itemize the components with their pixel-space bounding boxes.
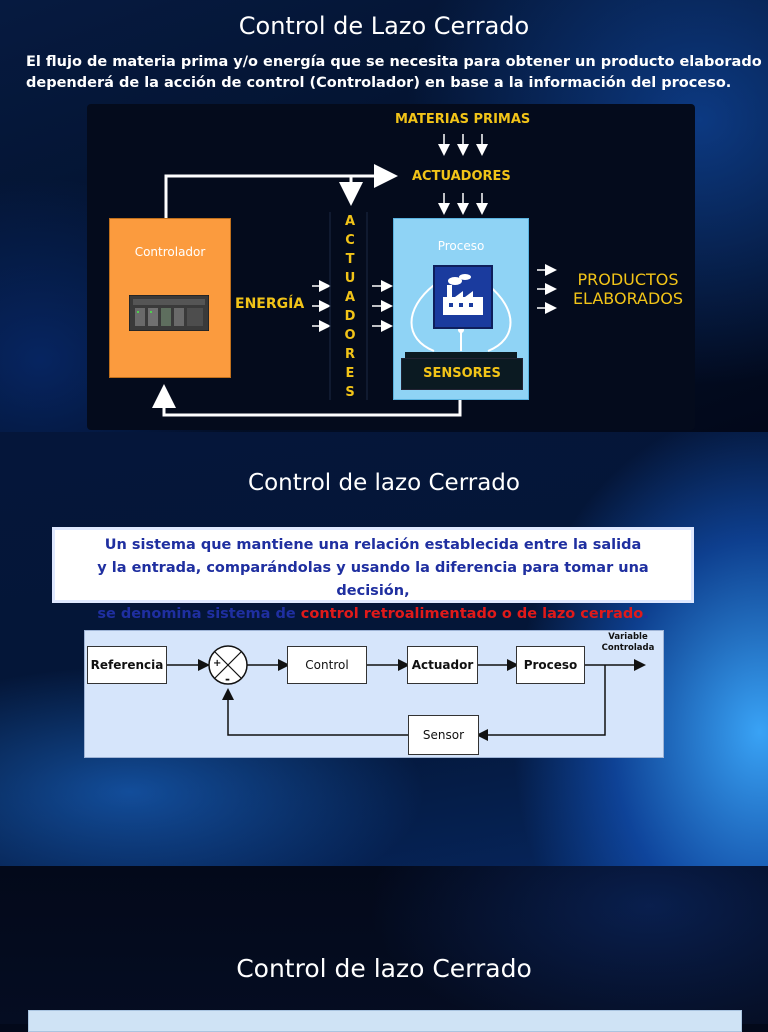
materias-primas-label: MATERIAS PRIMAS (395, 112, 531, 127)
letter: A (344, 214, 356, 229)
block-sensor: Sensor (408, 715, 479, 755)
letter: T (345, 252, 355, 267)
definition-box: Un sistema que mantiene una relación est… (52, 527, 694, 622)
letter: C (345, 233, 355, 248)
slide-1-paragraph: El flujo de materia prima y/o energía qu… (26, 54, 762, 91)
sensores-box: SENSORES (401, 358, 523, 390)
letter: R (344, 347, 355, 362)
slide-2-title: Control de lazo Cerrado (248, 470, 520, 496)
output-label: Variable Controlada (591, 632, 665, 654)
definition-line-3: se denomina sistema de control retroalim… (63, 603, 683, 626)
block-referencia: Referencia (87, 646, 167, 684)
productos-label: PRODUCTOS ELABORADOS (566, 270, 690, 308)
definition-line-3-suffix: . (643, 606, 649, 622)
definition-line-2: y la entrada, comparándolas y usando la … (97, 560, 649, 599)
controller-box: Controlador (109, 218, 231, 378)
letter: S (345, 385, 355, 400)
energia-label: ENERGÍA (235, 296, 305, 312)
definition-line-1: Un sistema que mantiene una relación est… (104, 537, 642, 553)
slide-3-title: Control de lazo Cerrado (236, 954, 532, 983)
block-proceso: Proceso (516, 646, 585, 684)
factory-icon (433, 265, 493, 329)
block-actuador: Actuador (407, 646, 478, 684)
slide-1: Control de Lazo Cerrado El flujo de mate… (0, 0, 768, 432)
slide-3-content-box (28, 1010, 742, 1032)
process-label: Proceso (437, 239, 485, 253)
minus-sign: - (225, 672, 230, 686)
definition-highlight: control retroalimentado o de lazo cerrad… (300, 606, 644, 622)
plus-sign: + (213, 658, 222, 669)
actuadores-top-label: ACTUADORES (412, 169, 511, 184)
letter: D (344, 309, 356, 324)
actuadores-vertical-label: A C T U A D O R E S (338, 212, 362, 402)
productos-line-1: PRODUCTOS (577, 270, 679, 289)
block-diagram-arrows (167, 645, 646, 741)
letter: U (344, 271, 356, 286)
letter: O (344, 328, 356, 343)
slide-1-title: Control de Lazo Cerrado (238, 12, 530, 40)
slide-3: Control de lazo Cerrado (0, 866, 768, 1024)
definition-line-3-prefix: se denomina sistema de (97, 606, 301, 622)
productos-line-2: ELABORADOS (572, 289, 684, 308)
letter: A (344, 290, 356, 305)
flow-diagram-arrows (152, 134, 557, 417)
controller-label: Controlador (134, 245, 206, 259)
letter: E (345, 366, 355, 381)
block-diagram-panel: + - Referencia Control Actuador Proceso … (84, 630, 664, 758)
output-line-2: Controlada (601, 643, 655, 653)
block-control: Control (287, 646, 367, 684)
sensores-shadow (405, 352, 517, 360)
plc-icon (129, 295, 209, 331)
output-line-1: Variable (608, 632, 648, 642)
